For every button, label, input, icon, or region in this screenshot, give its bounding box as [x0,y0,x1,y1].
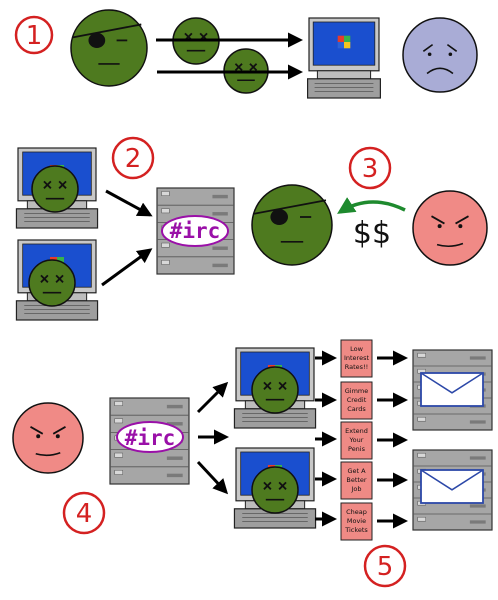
irc-label-top: #irc [170,219,221,243]
arrow-icon [101,248,153,287]
windows-logo-icon [337,35,351,49]
irc-label-bottom: #irc [125,426,176,450]
spam-message-text: Extend [345,427,368,435]
spam-message-text: Job [350,485,361,493]
spam-message-text: Better [346,476,367,484]
spammer-face-icon [412,190,488,266]
irc-bubble [116,421,184,453]
spam-message-text: Interest [344,354,369,362]
spam-message-box [340,339,373,378]
step-4-label: 4 [76,499,93,529]
spam-message-box [340,502,373,541]
money-label: $$ [353,216,391,251]
spam-message-box [340,461,373,500]
step-1-circle [14,15,54,55]
zombie-face-icon [251,466,299,514]
irc-bubble [161,215,229,247]
arrow-icon [196,460,229,495]
spam-message-box [340,381,373,420]
spam-message-text: Rates!! [345,363,369,371]
step-4-circle [62,491,106,535]
envelope-icon [420,469,484,504]
step-3-label: 3 [362,154,379,184]
spam-message-text: Penis [348,445,366,453]
step-5-label: 5 [377,552,394,582]
spam-message-text: Your [349,436,364,444]
computer-icon [307,17,382,99]
arrow-icon [105,189,153,217]
zombie-face-icon [28,259,76,307]
hacker-face-icon [70,9,148,87]
spam-message-box [340,421,373,460]
spam-message-text: Gimme [345,387,369,395]
spammer-face-icon [12,402,84,474]
step-1-label: 1 [26,21,43,51]
zombie-face-icon [31,165,79,213]
step-3-circle [348,146,392,190]
step-5-circle [363,544,407,588]
spam-message-text: Low [350,345,363,353]
step-2-label: 2 [125,144,142,174]
spam-message-text: Credit [347,396,367,404]
spam-message-text: Get A [347,467,366,475]
victim-face-icon [402,17,478,93]
envelope-icon [420,372,484,407]
arrow-icon [196,381,229,414]
zombie-face-icon [251,366,299,414]
spam-message-text: Cards [347,405,366,413]
money-arrow-icon [337,197,406,214]
spam-message-text: Tickets [344,526,368,534]
spam-message-text: Movie [347,517,366,525]
hacker-face-icon [251,184,333,266]
spam-message-text: Cheap [346,508,367,516]
step-2-circle [111,136,155,180]
